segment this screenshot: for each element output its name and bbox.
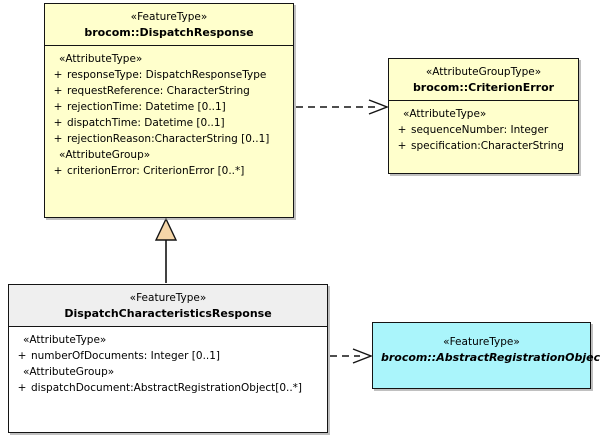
open-arrowhead [352,348,373,364]
open-arrowhead [368,99,389,115]
attribute-text: dispatchDocument:AbstractRegistrationObj… [31,382,303,394]
class-stereotype: «FeatureType» [130,11,208,23]
attribute-row: + requestReference: CharacterString [49,83,289,99]
generalization-dispatch-characteristics-to-dispatch-response [154,217,178,283]
visibility-marker: + [17,382,27,394]
dependency-dispatch-response-to-criterion-error [296,99,389,115]
compartment-label: «AttributeType» [23,334,107,346]
dependency-dispatch-characteristics-to-abstract-registration [330,348,373,364]
class-header: «FeatureType» DispatchCharacteristicsRes… [9,285,327,327]
class-name: DispatchCharacteristicsResponse [64,307,272,320]
class-name: brocom::DispatchResponse [84,26,254,39]
class-body: «AttributeType» + sequenceNumber: Intege… [389,101,578,160]
attribute-row: + criterionError: CriterionError [0..*] [49,163,289,179]
attribute-text: rejectionReason:CharacterString [0..1] [67,133,270,145]
class-body: «AttributeType» + responseType: Dispatch… [45,46,293,185]
visibility-marker: + [397,140,407,152]
class-stereotype: «FeatureType» [443,336,520,348]
visibility-marker: + [53,101,63,113]
compartment-label: «AttributeType» [403,108,487,120]
compartment-label: «AttributeType» [59,53,143,65]
attribute-text: responseType: DispatchResponseType [67,69,267,81]
compartment-label: «AttributeGroup» [59,149,151,161]
attribute-row: + numberOfDocuments: Integer [0..1] [13,348,323,364]
attribute-row: + rejectionTime: Datetime [0..1] [49,99,289,115]
visibility-marker: + [53,69,63,81]
class-box-dispatch-response[interactable]: «FeatureType» brocom::DispatchResponse «… [44,3,294,218]
attribute-text: dispatchTime: Datetime [0..1] [67,117,225,129]
generalization-triangle [154,217,178,241]
attribute-text: criterionError: CriterionError [0..*] [67,165,245,177]
visibility-marker: + [53,85,63,97]
class-name: brocom::CriterionError [412,81,555,94]
visibility-marker: + [397,124,407,136]
class-box-abstract-registration-object[interactable]: «FeatureType» brocom::AbstractRegistrati… [372,322,600,389]
class-stereotype: «FeatureType» [129,292,207,304]
class-header: «FeatureType» brocom::AbstractRegistrati… [373,323,600,370]
attribute-row: + dispatchTime: Datetime [0..1] [49,115,289,131]
visibility-marker: + [53,133,63,145]
compartment-label: «AttributeGroup» [23,366,115,378]
class-stereotype: «AttributeGroupType» [425,66,542,78]
class-name: brocom::AbstractRegistrationObject [381,351,600,364]
attribute-row: + rejectionReason:CharacterString [0..1] [49,131,289,147]
class-box-dispatch-characteristics-response[interactable]: «FeatureType» DispatchCharacteristicsRes… [8,284,328,433]
class-box-criterion-error[interactable]: «AttributeGroupType» brocom::CriterionEr… [388,58,579,174]
visibility-marker: + [17,350,27,362]
class-body: «AttributeType» + numberOfDocuments: Int… [9,327,327,402]
attribute-row: + dispatchDocument:AbstractRegistrationO… [13,380,323,396]
attribute-text: sequenceNumber: Integer [411,124,549,136]
visibility-marker: + [53,165,63,177]
attribute-text: specification:CharacterString [411,140,564,152]
class-header: «AttributeGroupType» brocom::CriterionEr… [389,59,578,101]
attribute-row: + responseType: DispatchResponseType [49,67,289,83]
visibility-marker: + [53,117,63,129]
attribute-text: rejectionTime: Datetime [0..1] [67,101,226,113]
attribute-row: + sequenceNumber: Integer [393,122,574,138]
attribute-row: + specification:CharacterString [393,138,574,154]
class-header: «FeatureType» brocom::DispatchResponse [45,4,293,46]
attribute-text: requestReference: CharacterString [67,85,250,97]
attribute-text: numberOfDocuments: Integer [0..1] [31,350,221,362]
